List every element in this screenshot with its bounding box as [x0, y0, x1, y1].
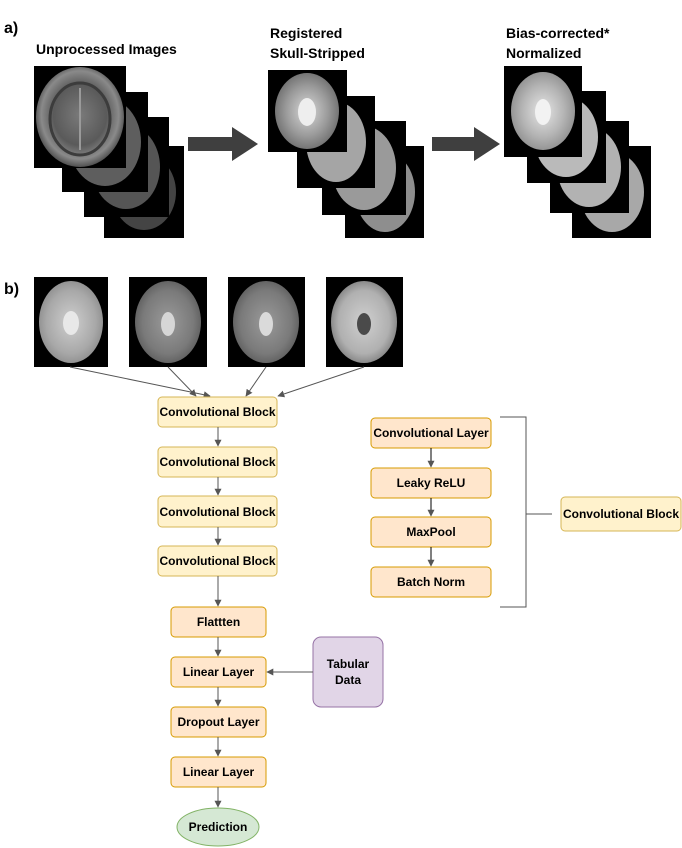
legend-layer-label: Leaky ReLU: [397, 476, 466, 490]
brain-detail: [161, 312, 175, 336]
input-scan-3: [228, 277, 305, 367]
dropout-label: Dropout Layer: [177, 715, 259, 729]
legend-batch-norm: Batch Norm: [370, 566, 492, 598]
stage-title-line: Skull-Stripped: [270, 45, 365, 61]
legend-block-label: Convolutional Block: [563, 507, 679, 521]
conv-block-label: Convolutional Block: [159, 405, 275, 419]
image-stack-normalized: [504, 66, 651, 238]
arrow: [167, 366, 197, 397]
legend-conv-layer: Convolutional Layer: [370, 417, 492, 449]
linear-layer-1: Linear Layer: [170, 656, 267, 688]
conv-block-1: Convolutional Block: [157, 396, 278, 428]
prediction-label: Prediction: [189, 820, 248, 834]
conv-block-4: Convolutional Block: [157, 545, 278, 577]
legend-leaky-relu: Leaky ReLU: [370, 467, 492, 499]
arrow: [245, 366, 267, 397]
input-scan-1: [34, 277, 108, 367]
big-arrow-icon: [432, 127, 500, 161]
flatten-label: Flattten: [197, 615, 240, 629]
conv-block-label: Convolutional Block: [159, 554, 275, 568]
tabular-data-node: Tabular Data: [312, 636, 384, 708]
stage-title-unprocessed: Unprocessed Images: [36, 41, 177, 57]
dropout-layer: Dropout Layer: [170, 706, 267, 738]
prediction-ellipse: [176, 807, 260, 847]
input-arrows: [69, 366, 365, 399]
layer-box: [370, 566, 492, 598]
big-arrow-icon: [188, 127, 258, 161]
legend-layer-label: MaxPool: [406, 525, 455, 539]
linear-label: Linear Layer: [183, 665, 255, 679]
prediction-node: Prediction: [176, 807, 260, 847]
arrow: [69, 366, 211, 399]
flatten-layer: Flattten: [170, 606, 267, 638]
chain-arrows: [214, 427, 313, 808]
brain-detail: [357, 313, 371, 335]
stage-title-line: Registered: [270, 25, 342, 41]
brain-detail: [63, 311, 79, 335]
arrow: [277, 366, 365, 398]
stage-title-line: Unprocessed Images: [36, 41, 177, 57]
input-scan-4: [326, 277, 403, 367]
image-stack-registered: [268, 70, 424, 238]
panel-b-label: b): [4, 281, 19, 298]
conv-block-legend: Convolutional Layer Leaky ReLU MaxPool B…: [370, 416, 682, 608]
legend-conv-block: Convolutional Block: [560, 496, 682, 532]
linear-label: Linear Layer: [183, 765, 255, 779]
tabular-box: [312, 636, 384, 708]
conv-block-label: Convolutional Block: [159, 455, 275, 469]
conv-block-2: Convolutional Block: [157, 446, 278, 478]
linear-layer-2: Linear Layer: [170, 756, 267, 788]
tabular-label-line: Data: [335, 673, 361, 687]
tabular-label-line: Tabular: [327, 657, 370, 671]
legend-maxpool: MaxPool: [370, 516, 492, 548]
stage-title-line: Normalized: [506, 45, 581, 61]
stage-title-normalized: Bias-corrected* Normalized: [506, 25, 610, 61]
brain-detail: [259, 312, 273, 336]
legend-layer-label: Convolutional Layer: [373, 426, 489, 440]
brain-detail: [535, 99, 551, 125]
panel-a-label: a): [4, 20, 18, 37]
image-stack-unprocessed: [34, 66, 184, 238]
stage-title-line: Bias-corrected*: [506, 25, 610, 41]
conv-block-3: Convolutional Block: [157, 495, 278, 528]
legend-bracket: [500, 416, 552, 608]
brain-detail: [48, 81, 112, 157]
stage-title-registered: Registered Skull-Stripped: [270, 25, 365, 61]
input-scan-2: [129, 277, 207, 367]
conv-block-box: [560, 496, 682, 532]
brain-detail: [298, 98, 316, 126]
legend-layer-label: Batch Norm: [397, 575, 465, 589]
conv-block-label: Convolutional Block: [159, 505, 275, 519]
